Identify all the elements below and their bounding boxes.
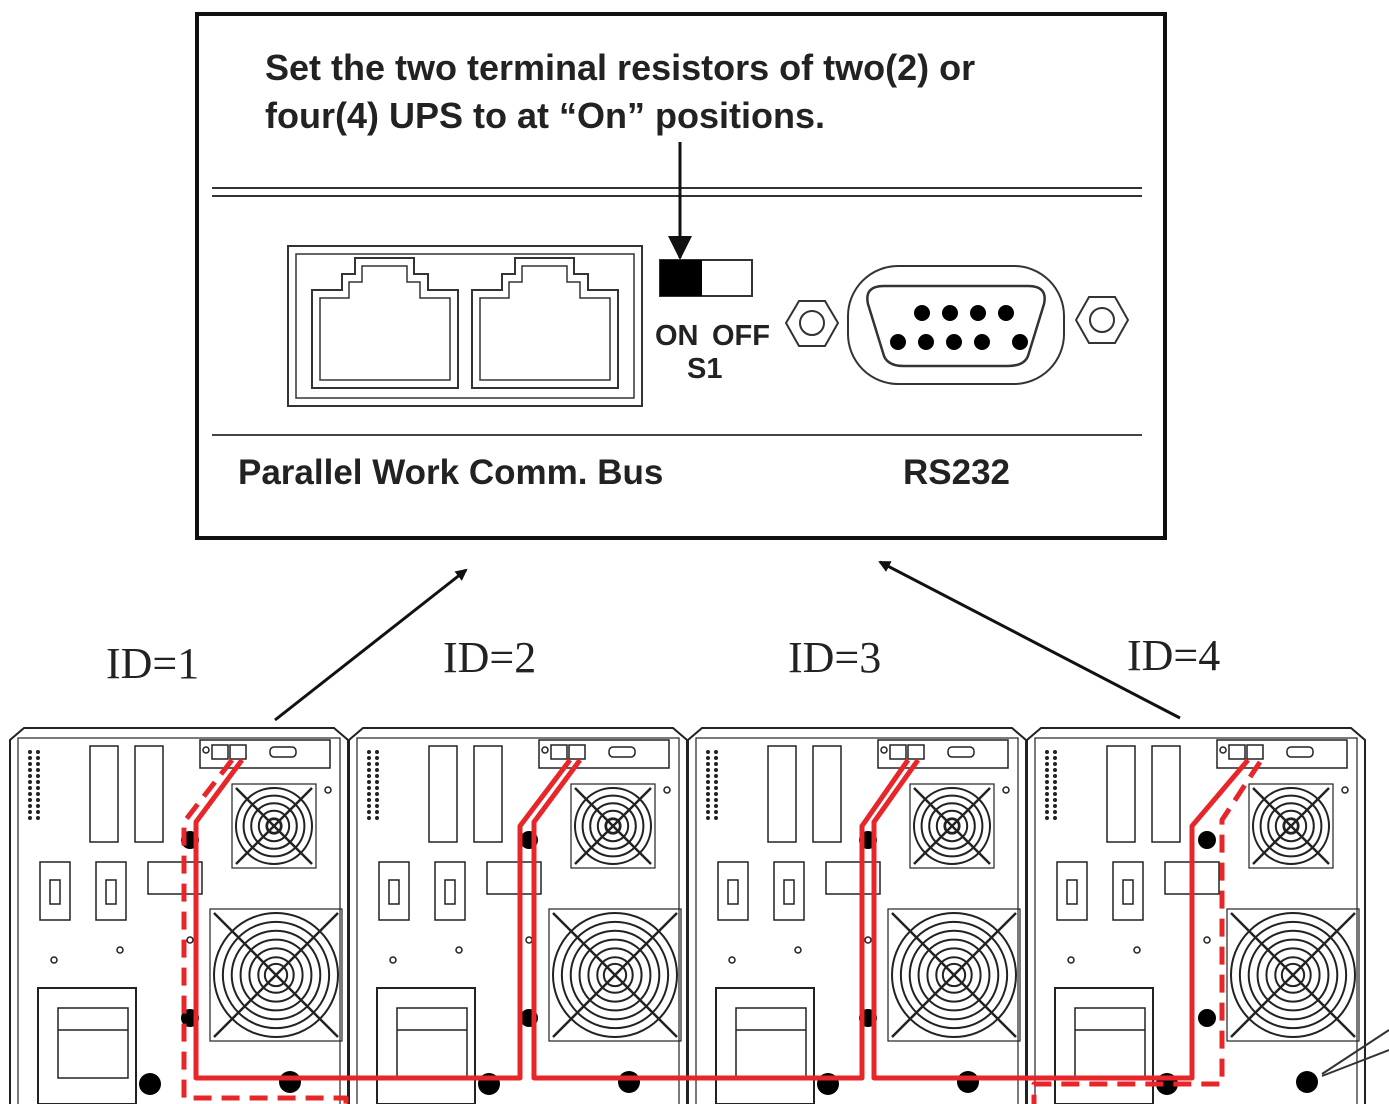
cable-1-2 xyxy=(193,758,572,1081)
comm-port-box xyxy=(199,739,331,769)
parallel-cables xyxy=(181,758,1263,1104)
large-fan xyxy=(887,908,1021,1042)
small-fan xyxy=(909,783,995,869)
unit-3-id-label: ID=3 xyxy=(788,633,881,682)
hex-nut-left xyxy=(784,300,840,347)
slot-card-1 xyxy=(1106,745,1136,843)
small-fan xyxy=(231,783,317,869)
parallel-bus-label: Parallel Work Comm. Bus xyxy=(238,453,663,492)
breaker-1 xyxy=(39,861,71,921)
breaker-2 xyxy=(434,861,466,921)
terminal-block xyxy=(715,987,815,1104)
pointer-line-1 xyxy=(1321,1029,1389,1075)
breaker-1 xyxy=(378,861,410,921)
unit-2-id-label: ID=2 xyxy=(443,633,536,682)
large-fan xyxy=(209,908,343,1042)
parallel-bus-ports xyxy=(287,245,643,407)
callout-panel: Set the two terminal resistors of two(2)… xyxy=(195,12,1167,540)
slot-card-1 xyxy=(89,745,119,843)
slot-card-1 xyxy=(428,745,458,843)
rs232-label: RS232 xyxy=(903,453,1010,492)
ups-unit-1 xyxy=(9,727,349,1104)
large-fan xyxy=(548,908,682,1042)
unit-4-id-label: ID=4 xyxy=(1127,631,1220,680)
s1-switch: ON OFF S1 xyxy=(655,259,770,385)
comm-port-box xyxy=(877,739,1009,769)
db9-pins xyxy=(890,305,1028,350)
breaker-2 xyxy=(95,861,127,921)
slot-card-2 xyxy=(473,745,503,843)
return-cable-unit-1 xyxy=(181,758,349,1104)
breaker-1 xyxy=(717,861,749,921)
small-fan xyxy=(1248,783,1334,869)
rj-port-1 xyxy=(311,257,459,389)
slot-card-1 xyxy=(767,745,797,843)
db9-shell xyxy=(866,284,1046,368)
arrow-from-unit-4 xyxy=(878,560,1181,720)
rj-port-2 xyxy=(471,257,619,389)
cable-2-3 xyxy=(531,758,911,1081)
instruction-line-1: Set the two terminal resistors of two(2)… xyxy=(265,47,975,88)
ups-unit-4 xyxy=(1026,727,1366,1104)
switch-name-label: S1 xyxy=(687,353,722,385)
breaker-1 xyxy=(1056,861,1088,921)
comm-port-box xyxy=(538,739,670,769)
hex-nut-right xyxy=(1074,296,1130,344)
terminal-block xyxy=(37,987,137,1104)
switch-on-label: ON xyxy=(655,320,699,352)
cable-3-4 xyxy=(871,758,1250,1081)
large-fan xyxy=(1226,908,1360,1042)
comm-port-box xyxy=(1216,739,1348,769)
small-fan xyxy=(570,783,656,869)
slot-card-2 xyxy=(1151,745,1181,843)
breaker-2 xyxy=(1112,861,1144,921)
rs232-connector xyxy=(784,265,1130,385)
breaker-2 xyxy=(773,861,805,921)
arrow-from-unit-1 xyxy=(274,568,468,722)
pointer-line-2 xyxy=(1321,1049,1389,1077)
slot-card-2 xyxy=(812,745,842,843)
switch-off-label: OFF xyxy=(712,320,770,352)
switch-pointer-arrowhead xyxy=(668,236,692,260)
slot-card-2 xyxy=(134,745,164,843)
ups-unit-3 xyxy=(687,727,1027,1104)
unit-1-id-label: ID=1 xyxy=(106,639,199,688)
terminal-block xyxy=(1054,987,1154,1104)
instruction-line-2: four(4) UPS to at “On” positions. xyxy=(265,95,825,136)
terminal-block xyxy=(376,987,476,1104)
